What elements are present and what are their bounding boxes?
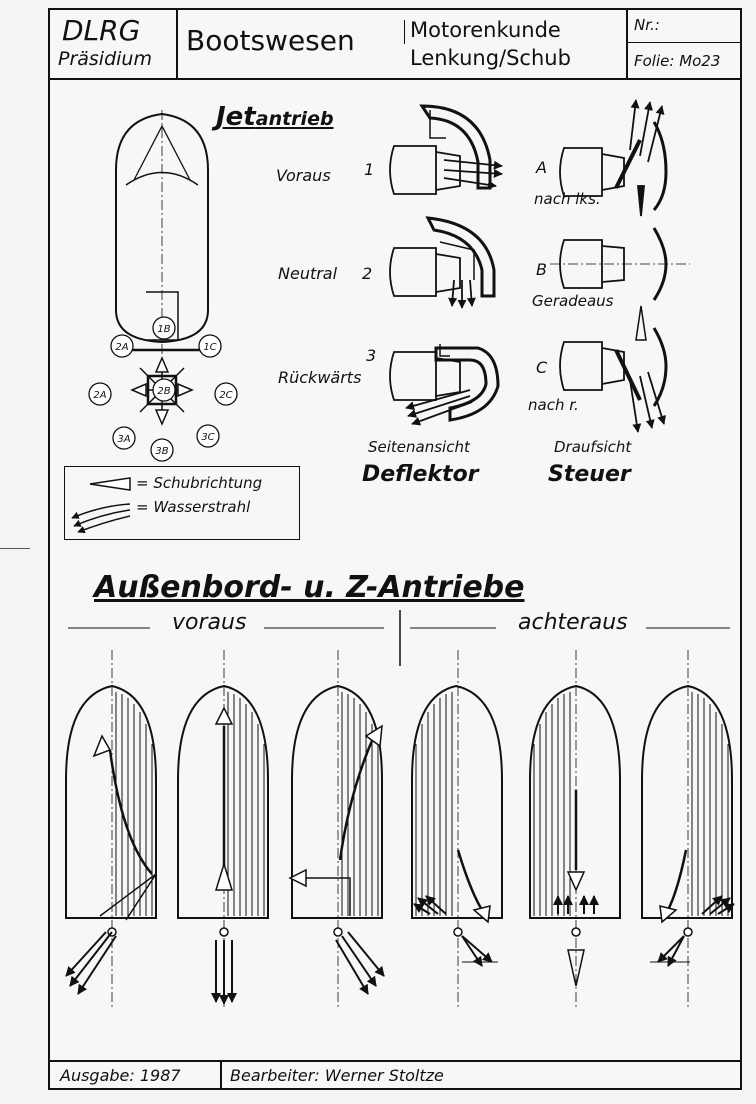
legend-box — [64, 466, 300, 540]
marker-1b: 1B — [157, 324, 170, 335]
sheet-frame: DLRG Präsidium Bootswesen Motorenkunde L… — [48, 8, 742, 1090]
reverse-label: achteraus — [518, 610, 628, 635]
marker-3c: 3C — [201, 432, 214, 443]
forward-label: voraus — [172, 610, 247, 635]
legend-jet-label: = Wasserstrahl — [136, 498, 251, 516]
jet-title-suffix: antrieb — [255, 108, 334, 130]
steer-letter-a: A — [536, 158, 547, 177]
steer-view-b — [550, 227, 690, 341]
deflector-view-2 — [389, 216, 496, 309]
side-view-title: Deflektor — [362, 462, 479, 487]
marker-2c: 2C — [219, 390, 232, 401]
top-view-title: Steuer — [548, 462, 631, 487]
jet-row-number-2: 2 — [362, 264, 373, 283]
outboard-hull-5 — [529, 650, 621, 1010]
header-tick — [404, 20, 405, 44]
deflector-view-3 — [389, 344, 500, 426]
header-divider-2 — [626, 10, 628, 78]
side-view-caption: Seitenansicht — [368, 438, 470, 456]
footer-editor: Bearbeiter: Werner Stoltze — [230, 1066, 444, 1085]
outboard-hull-3 — [288, 650, 385, 1010]
marker-3b: 3B — [155, 446, 168, 457]
boat-markers — [88, 316, 238, 462]
org-name: DLRG — [62, 14, 141, 47]
marker-2a: 2A — [93, 390, 106, 401]
legend-thrust-label: = Schubrichtung — [136, 474, 263, 492]
drawing-canvas: 1B 2A 1C 2A 2B 2C 3A 3B 3C — [65, 99, 735, 1010]
jet-row-number-3: 3 — [366, 346, 377, 365]
steer-caption-a: nach lks. — [534, 190, 601, 208]
nr-label: Nr.: — [634, 16, 660, 34]
subject-title: Bootswesen — [186, 24, 355, 57]
header-nr-rule — [626, 42, 740, 43]
outboard-hull-2 — [177, 650, 269, 1010]
jet-row-label-2: Neutral — [278, 264, 338, 283]
marker-1c: 1C — [203, 342, 216, 353]
steer-letter-b: B — [536, 260, 547, 279]
steer-caption-c: nach r. — [528, 396, 579, 414]
jet-title-prefix: Jet — [216, 102, 256, 132]
header-divider-1 — [176, 10, 178, 78]
jet-section-title: Jetantrieb — [216, 102, 334, 132]
outboard-section-title: Außenbord- u. Z-Antriebe — [94, 570, 525, 605]
jet-row-label-1: Voraus — [276, 166, 331, 185]
outboard-header-rules — [68, 610, 730, 666]
deflector-view-1 — [389, 104, 503, 195]
jet-row-label-3: Rückwärts — [278, 368, 362, 387]
header-bottom-rule — [50, 78, 740, 80]
outboard-hull-1 — [65, 650, 157, 1010]
footer-edition: Ausgabe: 1987 — [60, 1066, 181, 1085]
steer-view-c — [559, 327, 668, 433]
folie-label: Folie: Mo23 — [634, 52, 721, 70]
topic-line-1: Motorenkunde — [410, 18, 561, 42]
marker-2a-upper: 2A — [115, 342, 128, 353]
footer-divider — [220, 1060, 222, 1090]
marker-3a: 3A — [117, 434, 130, 445]
steer-caption-b: Geradeaus — [532, 292, 614, 310]
topic-line-2: Lenkung/Schub — [410, 46, 571, 70]
jet-row-number-1: 1 — [364, 160, 375, 179]
top-view-caption: Draufsicht — [554, 438, 632, 456]
outboard-hull-4 — [411, 650, 503, 1010]
steer-letter-c: C — [536, 358, 548, 377]
legend-jet-symbol — [71, 503, 131, 534]
steer-view-a — [559, 99, 668, 217]
outboard-hull-6 — [641, 650, 735, 1010]
org-subtitle: Präsidium — [58, 48, 152, 70]
footer-top-rule — [50, 1060, 740, 1062]
margin-mark — [0, 548, 30, 549]
legend-thrust-symbol — [89, 477, 131, 491]
marker-2b: 2B — [157, 386, 170, 397]
